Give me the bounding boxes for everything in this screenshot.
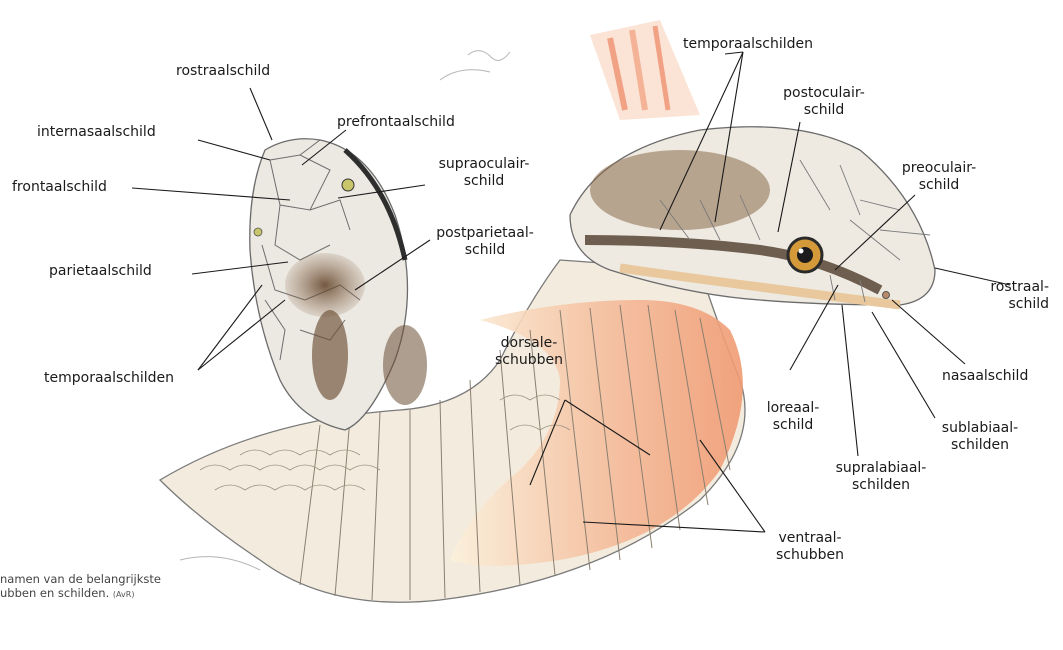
caption-line1: namen van de belangrijkste [0, 572, 161, 586]
eye-top [342, 179, 354, 191]
label-loreaal-line2: schild [760, 417, 826, 434]
label-ventraal-line1: ventraal- [765, 530, 855, 547]
label-nasaalschild: nasaalschild [942, 368, 1028, 385]
label-postoculair-line2: schild [779, 102, 869, 119]
label-ventraal-line2: schubben [765, 547, 855, 564]
label-internasaalschild: internasaalschild [37, 124, 156, 141]
snake-body [160, 260, 745, 602]
label-rostraalschild-top: rostraalschild [176, 63, 270, 80]
label-postparietaal-line2: schild [430, 242, 540, 259]
label-supralabiaal-line1: supralabiaal- [826, 460, 936, 477]
label-sublabiaalschilden: sublabiaal- schilden [930, 420, 1030, 454]
label-loreaalschild: loreaal- schild [760, 400, 826, 434]
snake-head-top [250, 139, 427, 430]
label-preoculair-line1: preoculair- [898, 160, 980, 177]
figure-caption: namen van de belangrijkste ubben en schi… [0, 572, 161, 602]
label-sublabiaal-line2: schilden [930, 437, 1030, 454]
label-postparietaalschild: postparietaal- schild [430, 225, 540, 259]
label-temporaalschilden-left: temporaalschilden [44, 370, 174, 387]
label-supraoculair-line2: schild [438, 173, 530, 190]
label-postparietaal-line1: postparietaal- [430, 225, 540, 242]
label-loreaal-line1: loreaal- [760, 400, 826, 417]
label-temporaalschilden-top: temporaalschilden [683, 36, 813, 53]
label-ventraalschubben: ventraal- schubben [765, 530, 855, 564]
label-rostraal-line2: schild [975, 296, 1049, 313]
label-sublabiaal-line1: sublabiaal- [930, 420, 1030, 437]
caption-line2: ubben en schilden. (AvR) [0, 586, 161, 602]
label-preoculairschild: preoculair- schild [898, 160, 980, 194]
label-dorsale-line1: dorsale- [488, 335, 570, 352]
label-supraoculair-line1: supraoculair- [438, 156, 530, 173]
label-prefrontaalschild: prefrontaalschild [337, 114, 455, 131]
label-postoculairschild: postoculair- schild [779, 85, 869, 119]
label-parietaalschild: parietaalschild [49, 263, 152, 280]
label-rostraalschild-right: rostraal- schild [975, 279, 1049, 313]
label-frontaalschild: frontaalschild [12, 179, 107, 196]
label-supralabiaalschilden: supralabiaal- schilden [826, 460, 936, 494]
label-postoculair-line1: postoculair- [779, 85, 869, 102]
label-supraoculairschild: supraoculair- schild [438, 156, 530, 190]
label-preoculair-line2: schild [898, 177, 980, 194]
label-dorsale-line2: schubben [488, 352, 570, 369]
tail-top [590, 20, 700, 120]
label-supralabiaal-line2: schilden [826, 477, 936, 494]
label-rostraal-line1: rostraal- [975, 279, 1049, 296]
caption-credit: (AvR) [113, 590, 135, 599]
caption-line2-text: ubben en schilden. [0, 586, 109, 600]
label-dorsaleschubben: dorsale- schubben [488, 335, 570, 369]
